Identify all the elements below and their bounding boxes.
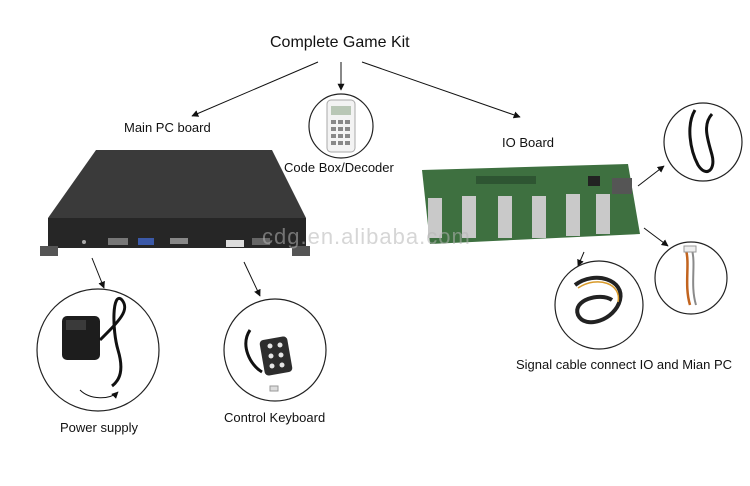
watermark: cdg.en.alibaba.com xyxy=(262,224,471,249)
power-supply-image xyxy=(36,288,160,412)
io-board-label: IO Board xyxy=(502,135,555,150)
io-board-image xyxy=(422,164,640,244)
main-pc-label: Main PC board xyxy=(124,120,211,135)
black-cable-image xyxy=(663,102,743,182)
arrow-to-cable-small xyxy=(643,227,669,247)
arrow-to-io-board xyxy=(361,61,521,119)
diagram-title: Complete Game Kit xyxy=(270,34,410,51)
main-pc-box-image xyxy=(40,150,310,256)
code-box-image xyxy=(308,93,374,159)
control-keyboard-label: Control Keyboard xyxy=(224,410,326,425)
arrow-to-signal-cable xyxy=(577,251,585,267)
arrow-to-power-supply xyxy=(91,257,105,289)
arrow-to-keyboard xyxy=(243,261,261,297)
signal-cable-label: Signal cable connect IO and Mian PC xyxy=(516,357,733,372)
control-keyboard-image xyxy=(223,298,327,402)
arrow-to-cable-top xyxy=(637,165,665,187)
signal-cable-image xyxy=(554,260,644,350)
small-cable-image xyxy=(654,241,728,315)
arrow-to-main-pc xyxy=(191,61,319,117)
power-supply-label: Power supply xyxy=(60,420,139,435)
code-box-label: Code Box/Decoder xyxy=(284,160,394,175)
